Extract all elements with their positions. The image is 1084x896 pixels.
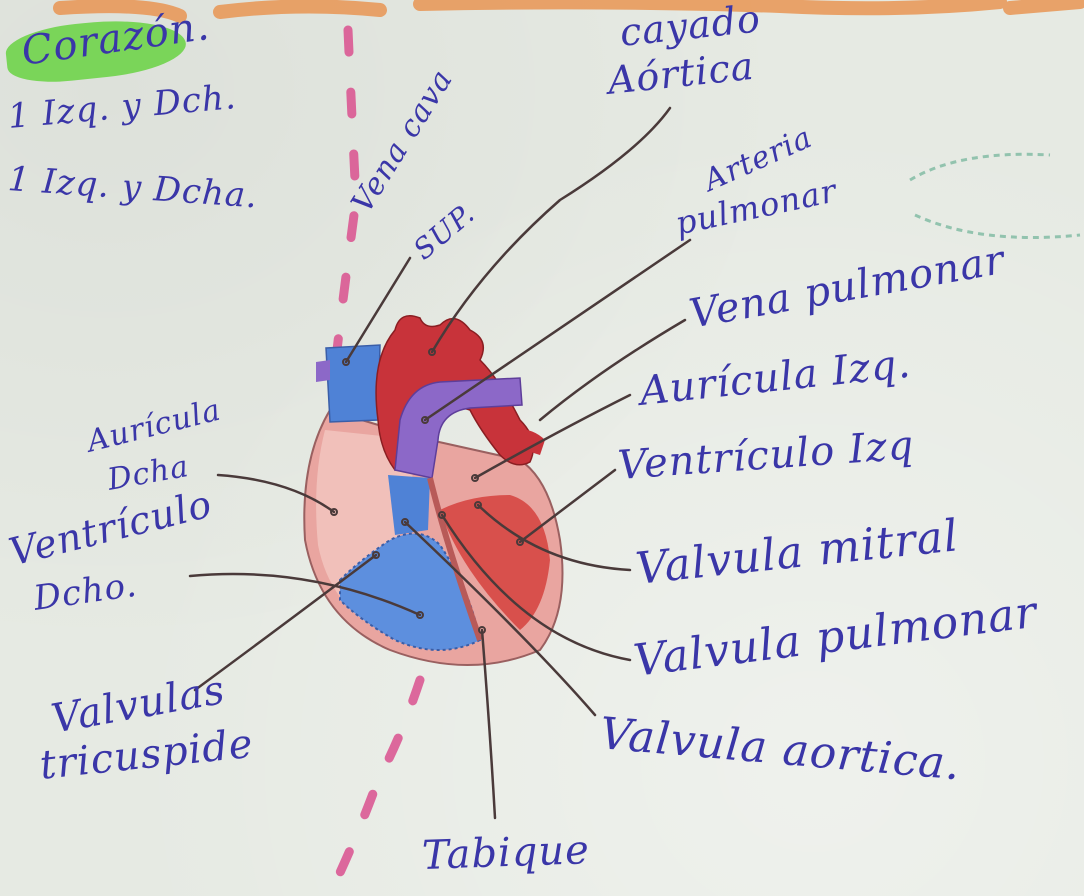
heart	[304, 316, 562, 665]
green-smudge	[910, 154, 1080, 237]
vena-cava-cap	[316, 360, 330, 382]
orange-marker-stroke	[60, 2, 1080, 16]
label-tabique: Tabique	[421, 830, 590, 876]
vena-cava-superior	[326, 345, 380, 422]
